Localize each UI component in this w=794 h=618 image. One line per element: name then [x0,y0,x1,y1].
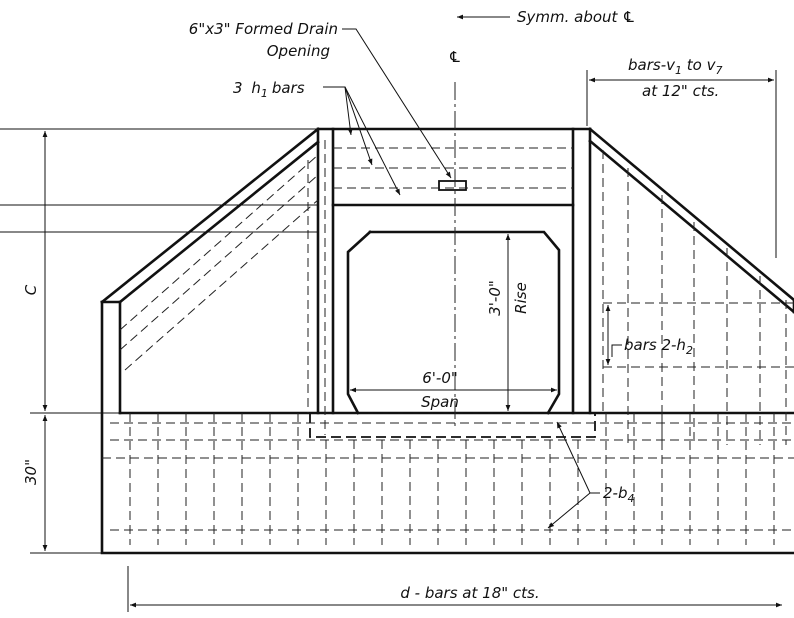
c-dimension-label: C [22,284,40,295]
drain-label-line1: 6"x3" Formed Drain [189,20,338,38]
drain-label-line2: Opening [267,42,330,60]
b4-bars-label: 2-b4 [603,484,634,505]
reinforcing-bars [0,140,794,545]
rise-dimension: 3'-0" [486,280,504,316]
v-bars-spacing: at 12" cts. [642,82,719,100]
v-bars-label: bars-v1 to v7 [628,56,722,77]
drain-opening [438,180,467,191]
rise-label: Rise [512,282,530,314]
h2-bars-label: bars 2-h2 [624,336,693,357]
span-label: Span [421,393,459,411]
span-dimension: 6'-0" [422,369,458,387]
leader-lines [323,14,622,529]
footing-dimension-label: 30" [22,459,40,485]
box-culvert-opening [346,230,561,415]
d-bars-label: d - bars at 18" cts. [400,584,539,602]
dimension-lines [0,70,782,612]
centerline-symbol: ℄ [448,48,461,66]
symmetry-label: Symm. about ℄ [517,8,636,26]
